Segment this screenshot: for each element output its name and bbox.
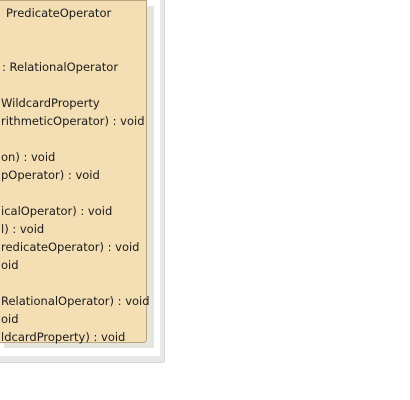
class-line: PredicateOperator	[6, 6, 112, 20]
uml-class-box[interactable]: PredicateOperator : RelationalOperator W…	[0, 0, 150, 344]
class-line: oid	[1, 312, 19, 326]
class-line: redicateOperator) : void	[1, 240, 140, 254]
class-line: : RelationalOperator	[2, 60, 119, 74]
class-line: RelationalOperator) : void	[1, 294, 150, 308]
class-line: oid	[1, 258, 19, 272]
class-line: icalOperator) : void	[1, 204, 113, 218]
class-line: pOperator) : void	[1, 168, 100, 182]
class-line: WildcardProperty	[1, 96, 100, 110]
viewport-bottom-edge	[0, 356, 164, 363]
class-line: ldcardProperty) : void	[1, 330, 126, 344]
class-line: l) : void	[1, 222, 45, 236]
class-line: rithmeticOperator) : void	[1, 114, 145, 128]
class-line: on) : void	[1, 150, 56, 164]
viewport-right-edge	[160, 0, 165, 362]
